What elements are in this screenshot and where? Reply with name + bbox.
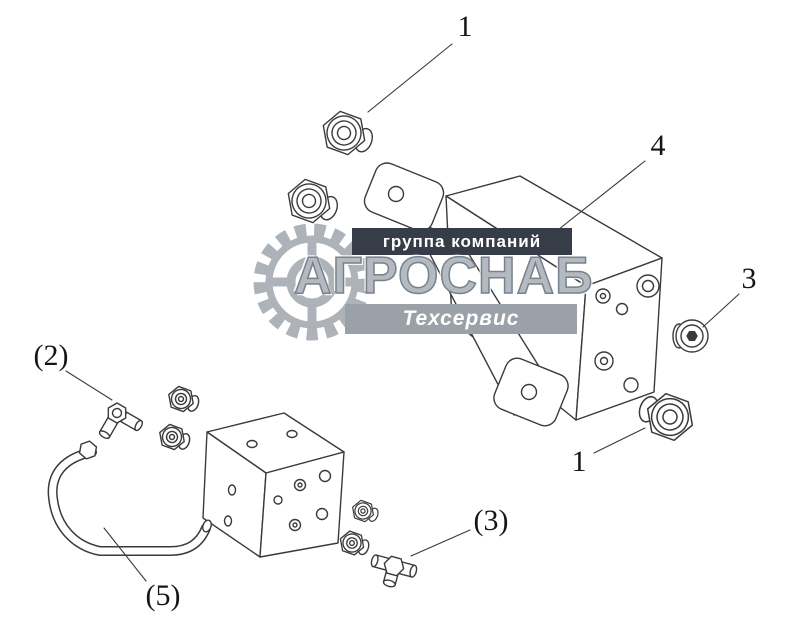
plug-fitting: [672, 319, 709, 353]
sub-valve-block: [202, 412, 345, 558]
adapter-fitting-a: [164, 383, 203, 417]
callout-label-1-right: 1: [571, 445, 587, 478]
adapter-fitting-d: [336, 528, 373, 560]
pipe: [47, 440, 212, 556]
callout-label-3-paren: (3): [473, 504, 509, 537]
callout-label-5-paren: (5): [145, 579, 181, 612]
callout-label-2-paren: (2): [33, 339, 69, 372]
elbow-fitting: [98, 402, 144, 440]
straight-union-fitting-second: [281, 174, 344, 230]
callout-label-1-top: 1: [457, 10, 473, 43]
straight-union-fitting-top: [316, 106, 379, 162]
adapter-fitting-c: [348, 497, 382, 526]
adapter-fitting-b: [155, 421, 194, 455]
tee-fitting: [370, 554, 418, 588]
callout-label-3: 3: [741, 262, 757, 295]
callout-label-4: 4: [650, 129, 666, 162]
leader-lines: [65, 43, 740, 582]
